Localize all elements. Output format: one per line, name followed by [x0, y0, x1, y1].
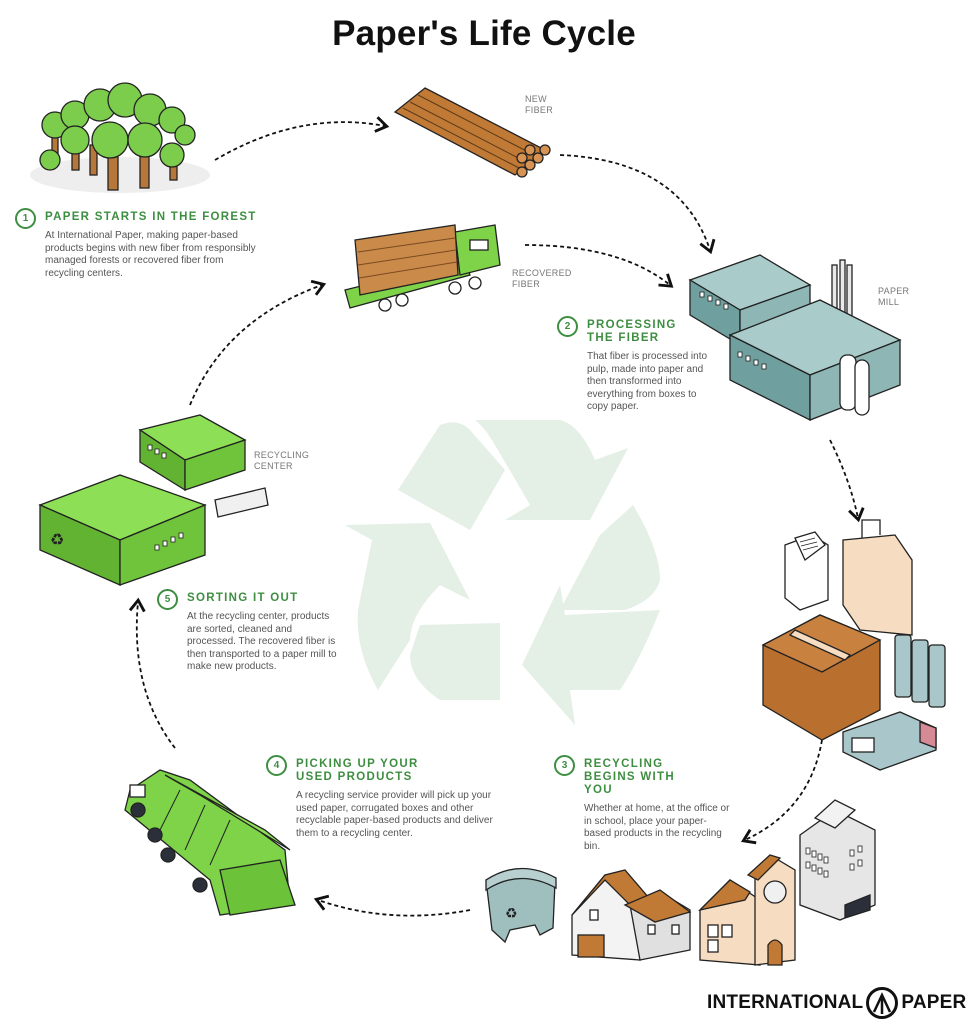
arrow-forest-to-fiber: [214, 116, 390, 161]
recycle-symbol-icon: [345, 420, 660, 725]
arrow-bin-to-truck: [313, 894, 471, 917]
step-body: Whether at home, at the office or in sch…: [584, 803, 730, 852]
cycle-arrows: [128, 116, 865, 917]
step-1: 1 PAPER STARTS IN THE FOREST At Internat…: [15, 208, 315, 280]
step-4: 4 PICKING UP YOUR USED PRODUCTS A recycl…: [266, 755, 496, 840]
arrow-center-to-recovered: [189, 279, 327, 406]
recovered-fiber-label: RECOVERED FIBER: [512, 268, 572, 289]
step-number-badge: 3: [554, 755, 575, 776]
recycling-center-label: RECYCLING CENTER: [254, 450, 310, 471]
arrow-truck-to-center: [128, 597, 176, 749]
international-paper-logo: INTERNATIONAL PAPER: [707, 987, 967, 1019]
garbage-truck-illustration: [124, 769, 296, 916]
arrow-products-to-homes: [741, 739, 823, 845]
brand-name-left: INTERNATIONAL: [707, 992, 864, 1013]
recycle-icon: ♻: [505, 905, 518, 921]
step-number-badge: 4: [266, 755, 287, 776]
step-heading: RECYCLING BEGINS WITH YOU: [584, 758, 675, 796]
church-illustration: [697, 854, 796, 966]
step-2: 2 PROCESSING THE FIBER That fiber is pro…: [557, 316, 717, 414]
fiber-truck-illustration: [344, 224, 501, 312]
recycling-center-illustration: ♻: [38, 414, 269, 586]
step-3: 3 RECYCLING BEGINS WITH YOU Whether at h…: [554, 755, 734, 853]
step-body: At International Paper, making paper-bas…: [45, 230, 256, 279]
paper-products-illustration: [761, 519, 946, 771]
arrow-mill-to-products: [829, 439, 865, 523]
step-body: That fiber is processed into pulp, made …: [587, 351, 708, 412]
forest-illustration: [30, 82, 210, 193]
arrow-recovered-to-mill: [524, 244, 674, 288]
step-number-badge: 1: [15, 208, 36, 229]
recycle-icon: ♻: [50, 532, 64, 549]
new-fiber-label: NEW FIBER: [525, 94, 554, 115]
logs-illustration: [393, 87, 551, 178]
step-body: A recycling service provider will pick u…: [296, 790, 493, 839]
step-heading: SORTING IT OUT: [187, 592, 299, 604]
paper-mill-label: PAPER MILL: [878, 286, 910, 307]
step-heading: PROCESSING THE FIBER: [587, 319, 677, 344]
paper-mill-illustration: [688, 254, 902, 422]
step-5: 5 SORTING IT OUT At the recycling center…: [157, 589, 347, 674]
house-illustration: [571, 869, 692, 961]
arrow-fiber-to-mill: [559, 154, 716, 255]
step-number-badge: 2: [557, 316, 578, 337]
office-building-illustration: [799, 799, 876, 921]
step-heading: PAPER STARTS IN THE FOREST: [45, 211, 257, 223]
step-heading: PICKING UP YOUR USED PRODUCTS: [296, 758, 419, 783]
step-number-badge: 5: [157, 589, 178, 610]
brand-name-right: PAPER: [901, 992, 967, 1013]
page-title: Paper's Life Cycle: [332, 14, 636, 53]
ip-logo-icon: [866, 987, 899, 1019]
step-body: At the recycling center, products are so…: [187, 611, 337, 672]
recycling-bin-illustration: ♻: [485, 867, 557, 944]
